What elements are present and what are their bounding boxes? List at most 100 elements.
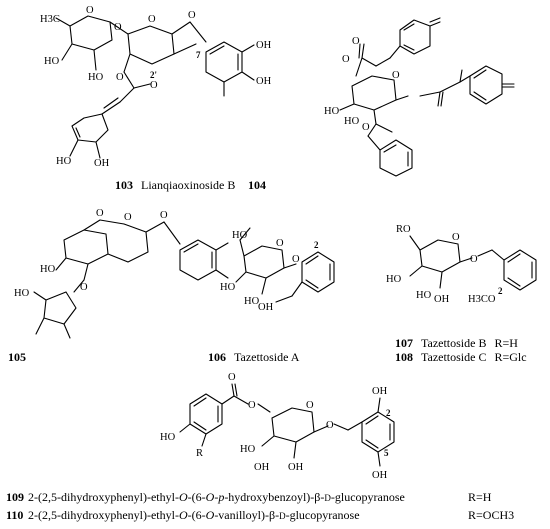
- structure-105: O O O HO HO O: [324, 17, 515, 177]
- name-110-o: O: [178, 508, 188, 522]
- label-107-ho1: HO: [386, 274, 402, 285]
- compound-number-108: 108: [395, 350, 413, 364]
- label-109-o-carb: O: [228, 372, 236, 383]
- name-110-pre: 2-(2,5-dihydroxyphenyl)-ethyl-: [28, 508, 179, 522]
- label-106-o1: O: [276, 238, 284, 249]
- label-107-o1: O: [452, 232, 460, 243]
- label-103-p7: 7: [196, 50, 201, 60]
- compound-name-106: Tazettoside A: [234, 350, 300, 364]
- r-value-108: R=Glc: [494, 350, 527, 364]
- label-105-o1: O: [342, 54, 350, 65]
- label-105-o3: O: [392, 70, 400, 81]
- name-109-mid: -(6-: [187, 490, 206, 504]
- name-110-end: -glucopyranose: [285, 508, 360, 522]
- label-104-ho2: HO: [14, 288, 30, 299]
- label-109-p2: 2: [386, 408, 391, 418]
- compound-number-110: 110: [6, 508, 24, 522]
- label-109-ho2: HO: [240, 444, 256, 455]
- name-110-d: D: [279, 511, 286, 521]
- label-106-ho2: HO: [220, 282, 236, 293]
- label-103-oh4: HO: [88, 72, 104, 83]
- caption-104: 105: [8, 350, 34, 365]
- label-109-o-est: O: [248, 400, 256, 411]
- label-107-ho2: HO: [416, 290, 432, 301]
- label-103-p2: 2': [150, 70, 157, 80]
- compound-name-108: Tazettoside C: [421, 350, 487, 364]
- label-103-o3: O: [148, 14, 156, 25]
- name-109-pre: 2-(2,5-dihydroxyphenyl)-ethyl-: [28, 490, 179, 504]
- caption-107: 107 Tazettoside B R=H: [395, 336, 518, 351]
- compound-number-105: 104: [248, 178, 266, 192]
- r-value-107: R=H: [494, 336, 518, 350]
- structure-109: O O HO R O O HO OH OH OH OH 2 5: [160, 372, 395, 481]
- name-109-mid3: -hydroxybenzoyl)-β-: [224, 490, 325, 504]
- name-109-d: D: [324, 493, 331, 503]
- label-106-ho3: HO: [244, 296, 260, 307]
- label-107-och3: H3CO: [468, 294, 496, 305]
- label-109-oh-top: OH: [372, 386, 388, 397]
- label-105-o4: O: [362, 122, 370, 133]
- caption-106: 106 Tazettoside A: [208, 350, 299, 365]
- caption-103: 103 Lianqiaoxinoside B: [115, 178, 235, 193]
- r-value-109: R=H: [468, 490, 492, 504]
- label-107-ro: RO: [396, 224, 411, 235]
- label-103-oh3: HO: [44, 56, 60, 67]
- label-103-o1: O: [86, 5, 94, 16]
- label-107-oh: OH: [434, 294, 450, 305]
- structure-106: HO HO HO OH O O 2: [220, 227, 335, 313]
- label-109-oh1: OH: [254, 462, 270, 473]
- label-103-o5: O: [116, 72, 124, 83]
- label-106-o2: O: [292, 254, 300, 265]
- name-109-p: p: [218, 490, 225, 504]
- name-109-end: -glucopyranose: [330, 490, 405, 504]
- label-104-ho1: HO: [40, 264, 56, 275]
- name-110-o2: O: [205, 508, 215, 522]
- label-106-oh: OH: [258, 302, 274, 313]
- compound-number-107: 107: [395, 336, 413, 350]
- name-109-o: O: [178, 490, 188, 504]
- compound-name-107: Tazettoside B: [421, 336, 487, 350]
- label-103-oh6: OH: [94, 158, 110, 169]
- label-109-o-gly: O: [326, 420, 334, 431]
- label-109-p5: 5: [384, 448, 389, 458]
- compound-number-104: 105: [8, 350, 26, 364]
- label-109-oh2: OH: [288, 462, 304, 473]
- compound-number-106: 106: [208, 350, 226, 364]
- label-109-r: R: [196, 448, 203, 459]
- label-103-o6: O: [150, 80, 158, 91]
- compound-number-103: 103: [115, 178, 133, 192]
- name-109-mid2: -: [214, 490, 219, 504]
- label-103-oh2: OH: [256, 76, 272, 87]
- name-110-mid2: -vanilloyl)-β-: [214, 508, 280, 522]
- name-110-mid: -(6-: [187, 508, 206, 522]
- label-103-o4: O: [188, 10, 196, 21]
- compound-name-103: Lianqiaoxinoside B: [141, 178, 236, 192]
- r-value-110: R=OCH3: [468, 508, 515, 522]
- structure-107: RO HO HO OH O O H3CO 2: [386, 224, 537, 305]
- label-105-ho1: HO: [324, 106, 340, 117]
- label-109-ho1: HO: [160, 432, 176, 443]
- label-106-ho1: HO: [232, 230, 248, 241]
- label-104-o3: O: [160, 210, 168, 221]
- caption-108: 108 Tazettoside C R=Glc: [395, 350, 527, 365]
- label-105-ho2: HO: [344, 116, 360, 127]
- label-104-o2: O: [124, 212, 132, 223]
- label-107-o2: O: [470, 254, 478, 265]
- compound-number-109: 109: [6, 490, 24, 504]
- label-106-p2: 2: [314, 240, 319, 250]
- label-103-o2: O: [114, 22, 122, 33]
- label-104-o1: O: [96, 208, 104, 219]
- name-109-o2: O: [205, 490, 215, 504]
- caption-105: 104: [248, 178, 274, 208]
- label-103-oh1: OH: [256, 40, 272, 51]
- label-109-oh-bot: OH: [372, 470, 388, 481]
- label-103-ch3: H3C: [40, 14, 60, 25]
- label-107-p2: 2: [498, 286, 503, 296]
- label-104-o4: O: [80, 282, 88, 293]
- structure-104: O O O O HO HO: [14, 208, 229, 339]
- label-103-oh5: HO: [56, 156, 72, 167]
- label-105-o2: O: [352, 36, 360, 47]
- label-109-o-ring: O: [306, 400, 314, 411]
